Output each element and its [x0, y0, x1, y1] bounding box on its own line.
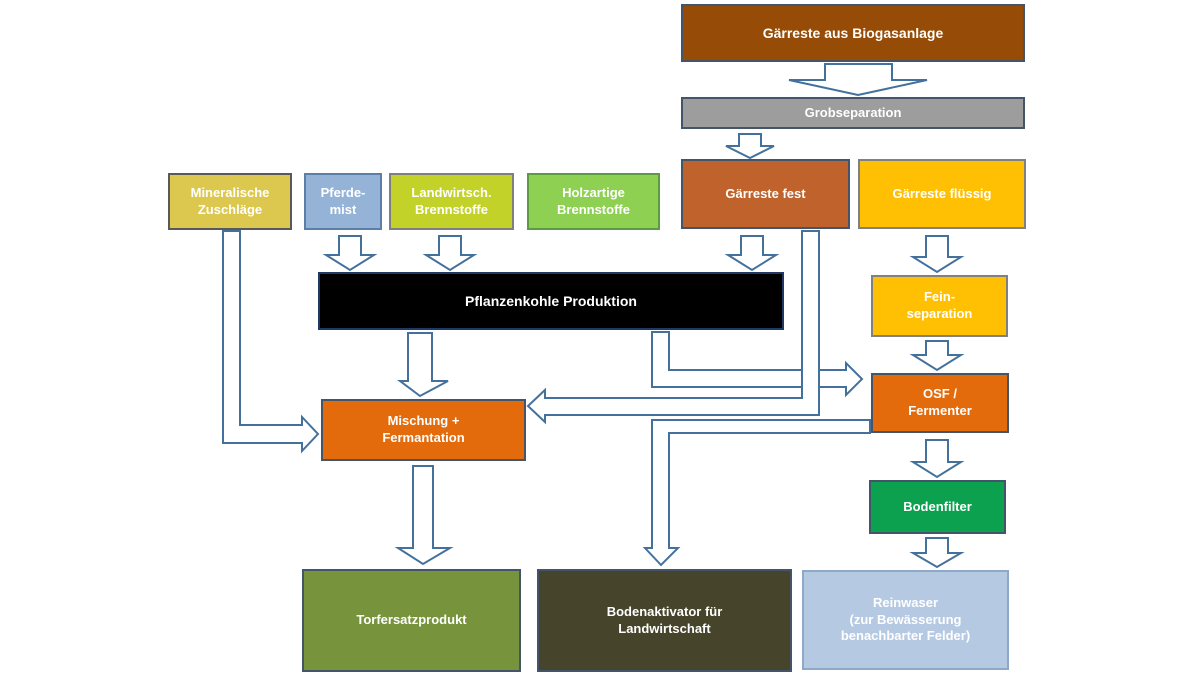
arrow-feinseparation-to-osf	[909, 340, 965, 372]
arrow-osf-to-bodenaktivator	[642, 419, 871, 567]
arrow-gaerreste-fluessig-to-feinseparation	[909, 235, 965, 274]
arrow-pferdemist-to-pflanzenkohle	[322, 235, 378, 272]
box-fein-separation: Fein- separation	[871, 275, 1008, 337]
box-pferdemist: Pferde- mist	[304, 173, 382, 230]
arrow-pflanzenkohle-to-osf	[651, 331, 864, 398]
box-gaerreste-aus-biogasanlage: Gärreste aus Biogasanlage	[681, 4, 1025, 62]
arrow-mischung-to-torfersatzprodukt	[394, 465, 454, 566]
arrow-osf-to-bodenfilter	[909, 439, 965, 479]
arrow-biogasanlage-to-grobseparation	[788, 63, 928, 97]
box-landwirtsch-brennstoffe: Landwirtsch. Brennstoffe	[389, 173, 514, 230]
box-reinwaser: Reinwaser (zur Bewässerung benachbarter …	[802, 570, 1009, 670]
box-holzartige-brennstoffe: Holzartige Brennstoffe	[527, 173, 660, 230]
arrow-landwirtsch-to-pflanzenkohle	[422, 235, 478, 272]
box-gaerreste-fluessig: Gärreste flüssig	[858, 159, 1026, 229]
box-bodenfilter: Bodenfilter	[869, 480, 1006, 534]
box-grobseparation: Grobseparation	[681, 97, 1025, 129]
arrow-bodenfilter-to-reinwaser	[909, 537, 965, 569]
box-osf-fermenter: OSF / Fermenter	[871, 373, 1009, 433]
box-bodenaktivator: Bodenaktivator für Landwirtschaft	[537, 569, 792, 672]
box-torfersatzprodukt: Torfersatzprodukt	[302, 569, 521, 672]
box-mischung-fermantation: Mischung + Fermantation	[321, 399, 526, 461]
arrow-mineralische-to-mischung	[222, 230, 320, 454]
box-mineralische-zuschlaege: Mineralische Zuschläge	[168, 173, 292, 230]
arrow-grobseparation-to-gaerreste-fest	[725, 133, 775, 160]
box-gaerreste-fest: Gärreste fest	[681, 159, 850, 229]
arrow-pflanzenkohle-to-mischung	[397, 332, 449, 398]
box-pflanzenkohle-produktion: Pflanzenkohle Produktion	[318, 272, 784, 330]
arrow-gaerreste-fest-to-pflanzenkohle	[724, 235, 780, 272]
